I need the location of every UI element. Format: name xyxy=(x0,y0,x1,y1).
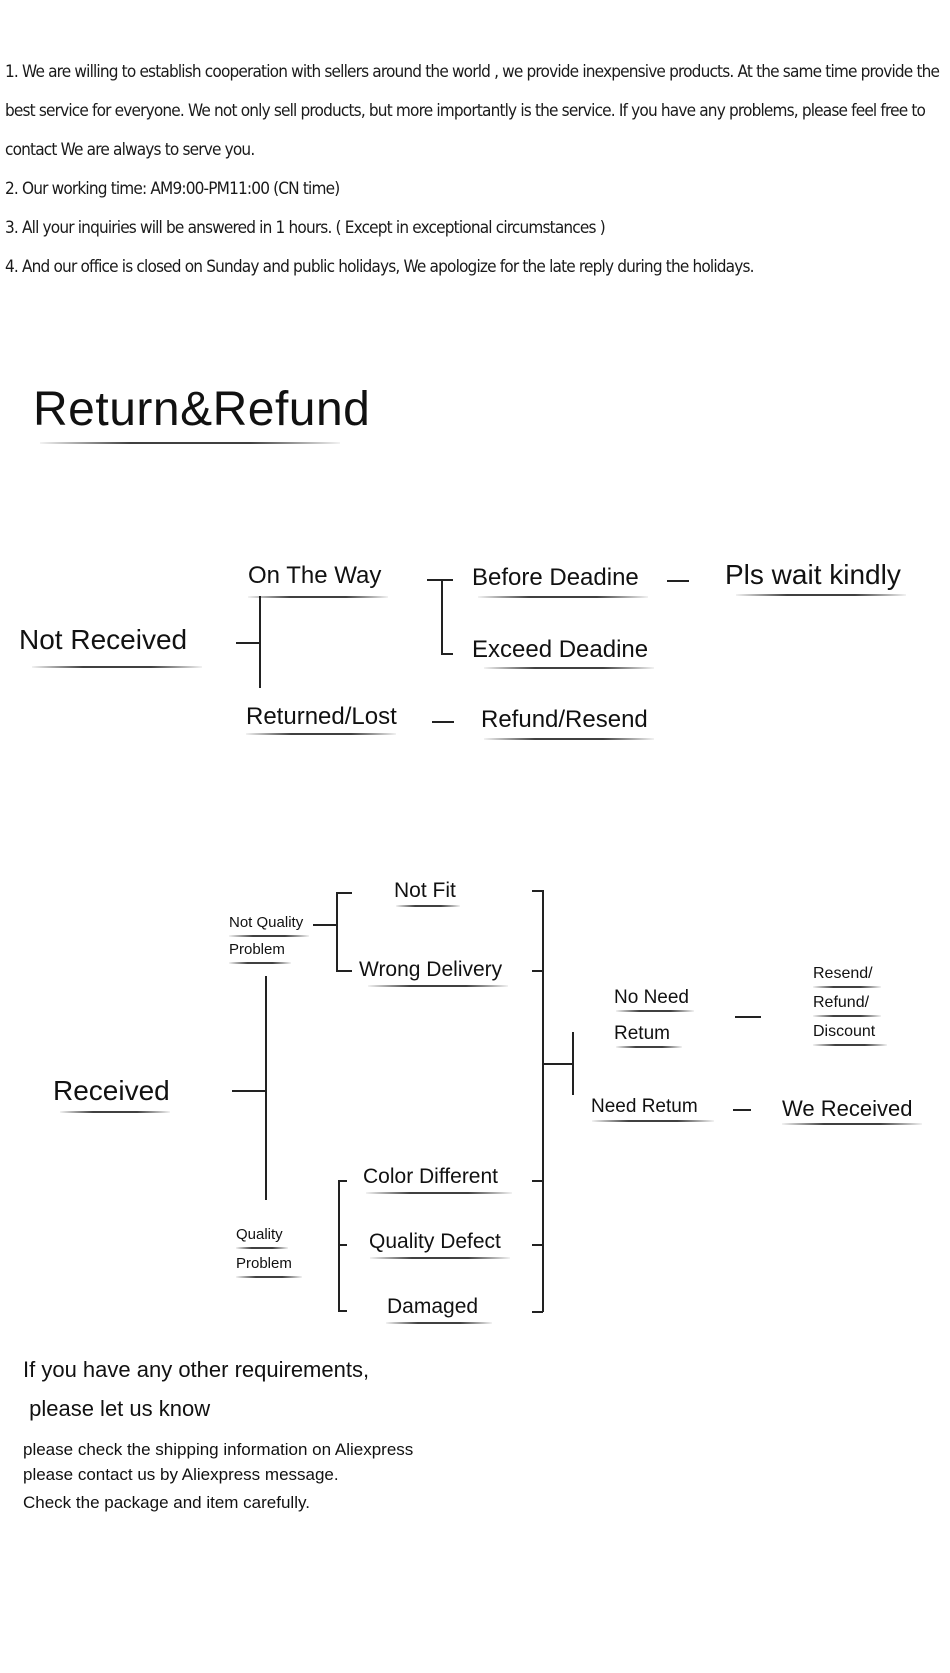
node-refund-resend: Refund/Resend xyxy=(481,706,648,733)
node-quality-problem-1: Quality xyxy=(236,1226,283,1243)
node-need-return: Need Retum xyxy=(591,1096,698,1117)
footer-line-2: please contact us by Aliexpress message. xyxy=(23,1465,339,1484)
node-not-quality-problem-1: Not Quality xyxy=(229,914,304,931)
connector xyxy=(336,892,352,894)
underline xyxy=(229,935,309,937)
intro-line-3: 3. All your inquiries will be answered i… xyxy=(5,218,606,237)
node-refund: Refund/ xyxy=(813,994,870,1011)
title-underline xyxy=(40,442,340,444)
underline xyxy=(370,1257,510,1259)
node-we-received: We Received xyxy=(782,1096,913,1121)
underline xyxy=(248,596,388,598)
connector xyxy=(259,596,261,688)
footer-heading-1: If you have any other requirements, xyxy=(23,1357,370,1382)
footer-line-1: please check the shipping information on… xyxy=(23,1440,414,1459)
intro-text: 1. We are willing to establish cooperati… xyxy=(5,52,944,286)
underline xyxy=(813,1044,887,1046)
underline xyxy=(229,962,291,964)
connector xyxy=(441,579,443,654)
node-not-fit: Not Fit xyxy=(394,879,456,902)
node-not-quality-problem-2: Problem xyxy=(229,941,285,958)
connector xyxy=(338,1244,347,1246)
connector xyxy=(532,1180,543,1182)
connector xyxy=(532,890,543,892)
connector xyxy=(542,1063,572,1065)
connector xyxy=(338,1310,347,1312)
connector xyxy=(735,1016,761,1018)
node-received: Received xyxy=(53,1075,170,1106)
node-wrong-delivery: Wrong Delivery xyxy=(359,958,503,981)
connector xyxy=(542,890,544,1312)
connector xyxy=(236,642,260,644)
node-on-the-way: On The Way xyxy=(248,562,382,589)
connector xyxy=(338,1180,340,1311)
underline xyxy=(368,985,508,987)
node-discount: Discount xyxy=(813,1023,876,1040)
node-no-need-return-2: Retum xyxy=(614,1023,670,1044)
underline xyxy=(813,986,881,988)
section-title: Return&Refund xyxy=(33,383,371,436)
underline xyxy=(813,1015,881,1017)
underline xyxy=(736,594,906,596)
connector xyxy=(532,970,543,972)
underline xyxy=(386,1322,492,1324)
connector xyxy=(733,1109,751,1111)
node-quality-problem-2: Problem xyxy=(236,1255,292,1272)
underline xyxy=(782,1123,922,1125)
underline xyxy=(478,596,648,598)
node-no-need-return-1: No Need xyxy=(614,987,689,1008)
connector xyxy=(432,721,454,723)
connector xyxy=(427,579,453,581)
node-resend: Resend/ xyxy=(813,965,873,982)
underline xyxy=(246,733,396,735)
intro-line-2: 2. Our working time: AM9:00-PM11:00 (CN … xyxy=(5,179,340,198)
connector xyxy=(232,1090,266,1092)
connector xyxy=(313,924,337,926)
connector xyxy=(572,1032,574,1095)
underline xyxy=(592,1120,714,1122)
underline xyxy=(236,1247,288,1249)
underline xyxy=(396,905,460,907)
connector xyxy=(532,1244,543,1246)
node-damaged: Damaged xyxy=(387,1295,479,1318)
node-before-deadline: Before Deadine xyxy=(472,564,639,591)
node-wait: Pls wait kindly xyxy=(725,559,901,590)
underline xyxy=(366,1192,512,1194)
node-exceed-deadline: Exceed Deadine xyxy=(472,636,649,663)
footer-line-3: Check the package and item carefully. xyxy=(23,1493,310,1512)
underline xyxy=(32,666,202,668)
underline xyxy=(484,738,654,740)
node-not-received: Not Received xyxy=(19,624,188,655)
node-color-different: Color Different xyxy=(363,1165,499,1188)
connector xyxy=(667,580,689,582)
underline xyxy=(236,1276,302,1278)
node-quality-defect: Quality Defect xyxy=(369,1230,501,1253)
intro-line-1: 1. We are willing to establish cooperati… xyxy=(5,62,940,159)
connector xyxy=(441,653,453,655)
underline xyxy=(484,667,654,669)
underline xyxy=(616,1046,682,1048)
connector xyxy=(336,892,338,971)
underline xyxy=(60,1111,170,1113)
underline xyxy=(616,1010,694,1012)
node-returned-lost: Returned/Lost xyxy=(246,703,397,730)
connector xyxy=(265,976,267,1200)
intro-line-4: 4. And our office is closed on Sunday an… xyxy=(5,257,755,276)
footer-heading-2: please let us know xyxy=(23,1396,211,1421)
connector xyxy=(338,1180,347,1182)
connector xyxy=(532,1311,543,1313)
connector xyxy=(336,970,352,972)
